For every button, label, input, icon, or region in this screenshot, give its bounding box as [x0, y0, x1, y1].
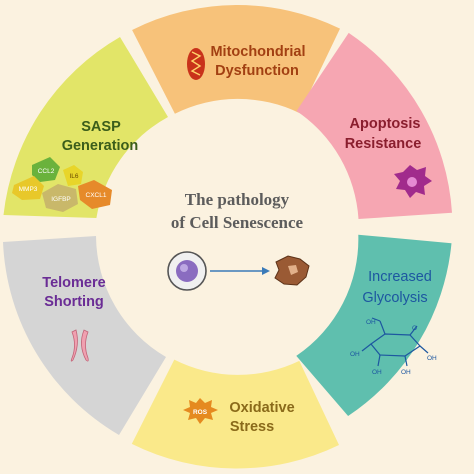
glucose-oh3: OH [350, 351, 360, 358]
oxidative-label-line1: Oxidative [229, 400, 294, 416]
center-title-line1: The pathology [185, 190, 290, 209]
apoptosis-label-line1: Apoptosis [350, 116, 421, 132]
glucose-oh4: OH [372, 369, 382, 376]
mitochondrial-label-line1: Mitochondrial [210, 44, 305, 60]
glucose-oh5: OH [401, 369, 411, 376]
ros-burst-icon [183, 398, 218, 424]
senescent-cell-icon [274, 255, 310, 286]
glucose-o: O [412, 325, 417, 332]
normal-cell-icon [167, 251, 207, 291]
segment-mitochondrial [132, 5, 340, 114]
center-title-line2: of Cell Senescence [171, 213, 304, 232]
mitochondrial-label-line2: Dysfunction [215, 63, 299, 79]
sasp-label-line1: SASP [81, 119, 121, 135]
sasp-label-line2: Generation [62, 138, 139, 154]
glucose-molecule-icon [361, 317, 429, 367]
glucose-oh1: OH [366, 319, 376, 326]
sasp-il6: IL6 [69, 173, 78, 180]
segment-oxidative [131, 359, 339, 469]
chromosome-icon [70, 329, 89, 362]
apoptosis-label-line2: Resistance [345, 136, 422, 152]
glycolysis-label-line2: Glycolysis [362, 290, 427, 306]
oxidative-label-line2: Stress [230, 419, 274, 435]
sasp-cxcl1: CXCL1 [86, 192, 107, 199]
glycolysis-label-line1: Increased [368, 269, 432, 285]
telomere-label-line1: Telomere [42, 275, 105, 291]
apoptosis-cell-icon [394, 165, 432, 198]
sasp-ccl2: CCL2 [38, 168, 55, 175]
telomere-label-line2: Shorting [44, 294, 104, 310]
sasp-mmp3: MMP3 [19, 186, 38, 193]
ros-label: ROS [193, 409, 208, 416]
mitochondrion-icon [187, 48, 205, 80]
glucose-oh2: OH [427, 355, 437, 362]
segment-glycolysis [296, 234, 452, 416]
sasp-cluster-icon [12, 157, 112, 212]
transition-arrow-icon [210, 267, 270, 275]
sasp-igfbp: IGFBP [51, 196, 71, 203]
